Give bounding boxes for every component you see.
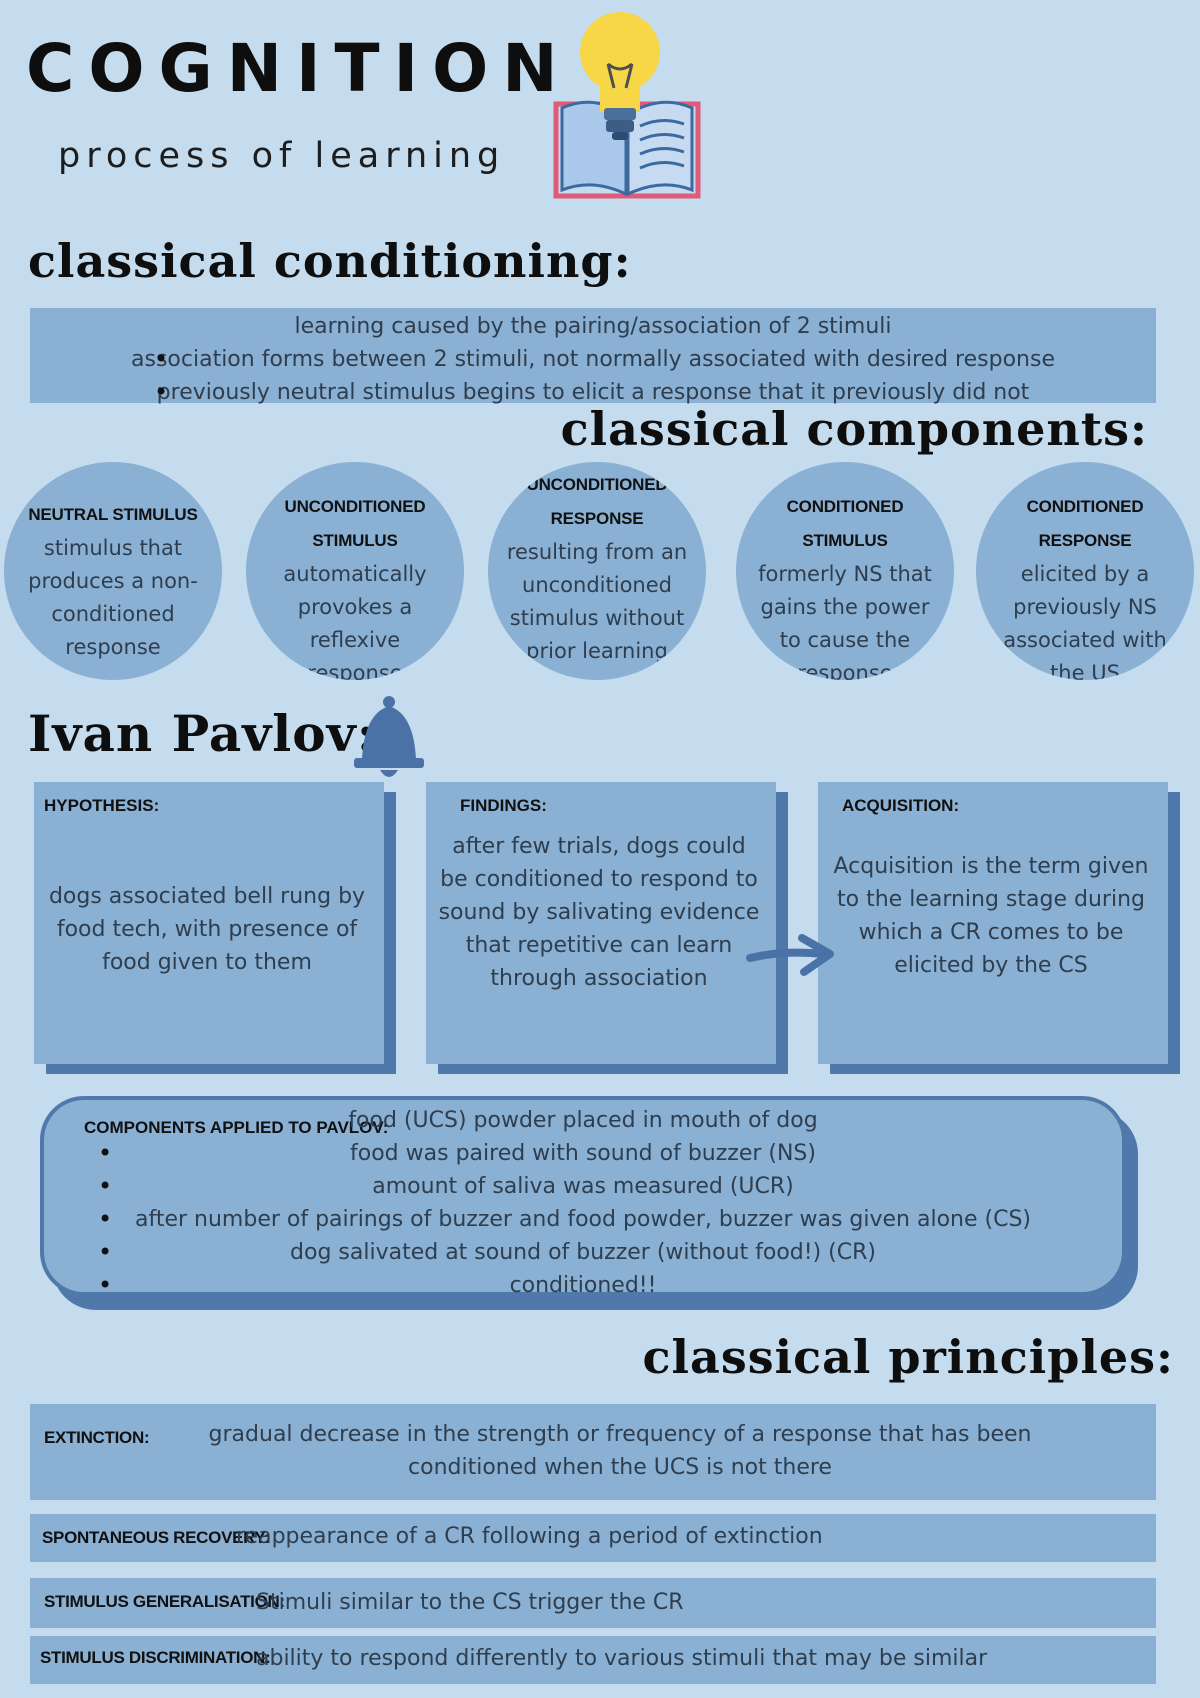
ivan-pavlov-heading: Ivan Pavlov: [28, 704, 377, 763]
component-desc: resulting from an unconditioned stimulus… [506, 540, 688, 663]
component-desc: elicited by a previously NS associated w… [1003, 562, 1167, 680]
component-title: CONDITIONED RESPONSE [1026, 497, 1144, 550]
list-item: association forms between 2 stimuli, not… [30, 343, 1156, 376]
applied-label: COMPONENTS APPLIED TO PAVLOV: [84, 1118, 389, 1137]
component-circle-conditioned-response: CONDITIONED RESPONSE elicited by a previ… [976, 462, 1194, 680]
bell-icon [354, 696, 424, 777]
component-circle-neutral-stimulus: NEUTRAL STIMULUS stimulus that produces … [4, 462, 222, 680]
book-with-lightbulb-icon [553, 12, 701, 199]
applied-list: food (UCS) powder placed in mouth of dog… [44, 1104, 1122, 1302]
component-title: UNCONDITIONED STIMULUS [284, 497, 426, 550]
page-subtitle: process of learning [58, 136, 506, 176]
hypothesis-box: HYPOTHESIS: dogs associated bell rung by… [34, 782, 384, 1064]
principle-spontaneous-recovery: SPONTANEOUS RECOVERY: reappearance of a … [30, 1514, 1156, 1562]
components-applied-box: COMPONENTS APPLIED TO PAVLOV: food (UCS)… [40, 1096, 1126, 1302]
box-label: ACQUISITION: [842, 796, 960, 815]
principle-label: SPONTANEOUS RECOVERY: [42, 1528, 270, 1547]
box-text: after few trials, dogs could be conditio… [438, 834, 760, 991]
definition-bullets: association forms between 2 stimuli, not… [30, 343, 1156, 409]
box-label: FINDINGS: [460, 796, 547, 815]
classical-principles-heading: classical principles: [642, 1330, 1174, 1384]
component-title: NEUTRAL STIMULUS [28, 505, 198, 524]
principle-extinction: EXTINCTION: gradual decrease in the stre… [30, 1404, 1156, 1500]
list-item: previously neutral stimulus begins to el… [30, 376, 1156, 409]
component-circle-unconditioned-stimulus: UNCONDITIONED STIMULUS automatically pro… [246, 462, 464, 680]
component-desc: stimulus that produces a non-conditioned… [28, 536, 198, 659]
principle-label: EXTINCTION: [44, 1428, 150, 1447]
classical-components-heading: classical components: [560, 402, 1148, 456]
principle-text: reappearance of a CR following a period … [236, 1524, 823, 1549]
component-desc: formerly NS that gains the power to caus… [758, 562, 932, 680]
definition-box: learning caused by the pairing/associati… [30, 308, 1156, 409]
list-item: food was paired with sound of buzzer (NS… [44, 1137, 1122, 1170]
component-circle-conditioned-stimulus: CONDITIONED STIMULUS formerly NS that ga… [736, 462, 954, 680]
box-text: Acquisition is the term given to the lea… [833, 854, 1149, 978]
principle-label: STIMULUS DISCRIMINATION: [40, 1648, 271, 1667]
principle-stimulus-discrimination: STIMULUS DISCRIMINATION: ability to resp… [30, 1636, 1156, 1684]
list-item: conditioned!! [44, 1269, 1122, 1302]
definition-text: learning caused by the pairing/associati… [294, 314, 892, 339]
principle-text: ability to respond differently to variou… [256, 1646, 988, 1671]
list-item: dog salivated at sound of buzzer (withou… [44, 1236, 1122, 1269]
page-title: COGNITION [26, 30, 572, 107]
acquisition-box: ACQUISITION: Acquisition is the term giv… [818, 782, 1168, 1064]
principle-text: Stimuli similar to the CS trigger the CR [256, 1590, 684, 1615]
component-circle-unconditioned-response: UNCONDITIONED RESPONSE resulting from an… [488, 462, 706, 680]
findings-box: FINDINGS: after few trials, dogs could b… [426, 782, 776, 1064]
principle-label: STIMULUS GENERALISATION: [44, 1592, 285, 1611]
list-item: amount of saliva was measured (UCR) [44, 1170, 1122, 1203]
box-label: HYPOTHESIS: [44, 796, 160, 815]
component-desc: automatically provokes a reflexive respo… [283, 562, 427, 680]
principle-text: gradual decrease in the strength or freq… [208, 1422, 1032, 1480]
box-text: dogs associated bell rung by food tech, … [48, 884, 366, 975]
principle-stimulus-generalisation: STIMULUS GENERALISATION: Stimuli similar… [30, 1578, 1156, 1628]
classical-conditioning-heading: classical conditioning: [28, 234, 632, 288]
component-title: UNCONDITIONED RESPONSE [526, 475, 668, 528]
arrow-right-icon [746, 934, 834, 976]
component-title: CONDITIONED STIMULUS [786, 497, 904, 550]
list-item: food (UCS) powder placed in mouth of dog [348, 1108, 818, 1133]
list-item: after number of pairings of buzzer and f… [44, 1203, 1122, 1236]
